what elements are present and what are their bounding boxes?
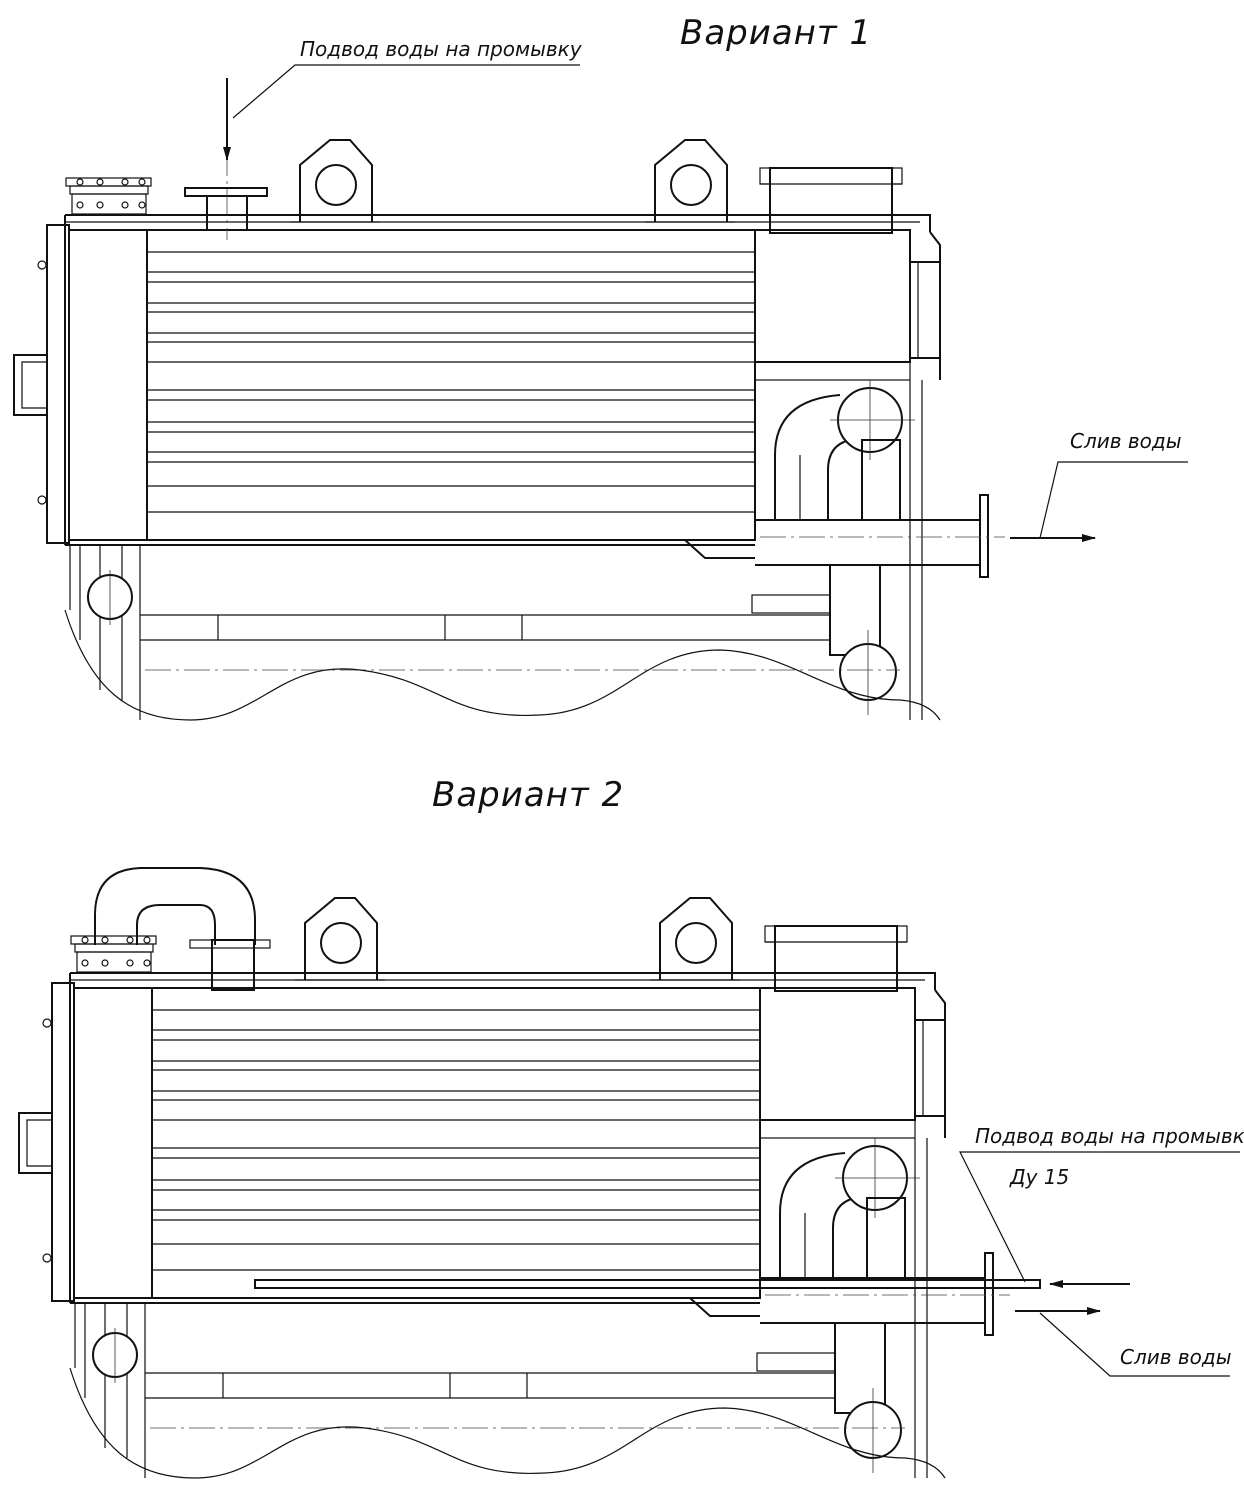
variant-1-inlet-label: Подвод воды на промывку: [300, 37, 583, 61]
variant-1-title: Вариант 1: [680, 13, 872, 53]
variant-2-title: Вариант 2: [432, 775, 624, 815]
variant-2-size-label: Ду 15: [1009, 1165, 1069, 1189]
variant-1-drawing: Вариант 1 Подвод воды на промывку Слив в…: [13, 13, 1188, 721]
variant-2-drawing: Вариант 2 Подвод воды на промывку Ду 15 …: [18, 775, 1244, 1479]
variant-2-drain-label: Слив воды: [1120, 1345, 1232, 1369]
variant-2-inlet-label: Подвод воды на промывку: [975, 1124, 1244, 1148]
variant-1-drain-label: Слив воды: [1070, 429, 1182, 453]
